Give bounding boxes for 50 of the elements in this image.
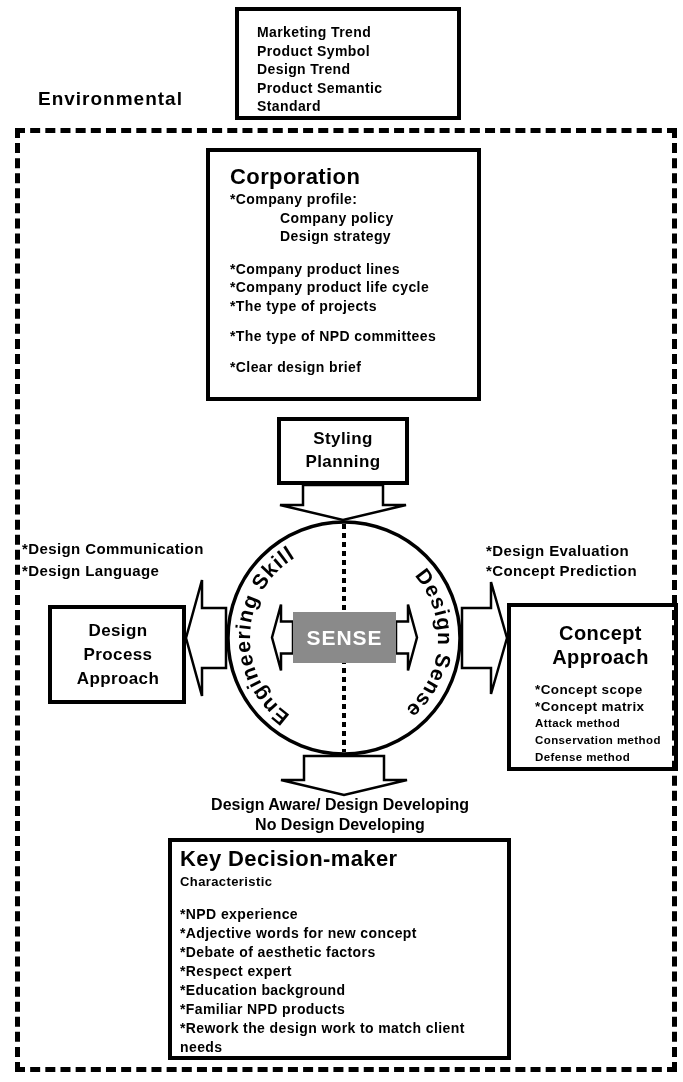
list-item: Conservation method bbox=[535, 733, 662, 748]
list-item: *The type of projects bbox=[230, 296, 378, 316]
box-heading: Marketing Trend bbox=[257, 23, 373, 42]
box-heading: Key Decision-maker bbox=[180, 846, 399, 873]
list-item: *Rework the design work to match client needs bbox=[180, 1019, 466, 1058]
list-item: Standard bbox=[257, 97, 322, 116]
block-arrow bbox=[278, 483, 408, 522]
text-box bbox=[48, 605, 186, 704]
side-note: *Design Communication bbox=[22, 540, 204, 557]
list-item: *Familiar NPD products bbox=[180, 1000, 347, 1020]
side-note: *Design Language bbox=[22, 562, 160, 579]
list-item: Product Symbol bbox=[257, 41, 371, 60]
list-item: Defense method bbox=[535, 750, 632, 765]
list-item: *Concept scope bbox=[535, 681, 644, 698]
list-item: *NPD experience bbox=[180, 905, 300, 925]
box-heading: Design Process Approach bbox=[75, 620, 161, 690]
list-item: *Adjective words for new concept bbox=[180, 924, 418, 944]
list-item: *Debate of aesthetic factors bbox=[180, 943, 377, 963]
highlight-box bbox=[293, 612, 396, 663]
box-heading: Corporation bbox=[230, 164, 362, 191]
list-item: *Company profile: bbox=[230, 190, 359, 209]
list-item: Attack method bbox=[535, 716, 622, 731]
list-item: Company policy bbox=[279, 208, 395, 228]
text-box bbox=[206, 148, 481, 401]
block-arrow bbox=[394, 603, 419, 672]
list-item: Product Semantic bbox=[257, 78, 384, 97]
center-label: SENSE bbox=[306, 625, 383, 650]
text-box bbox=[507, 603, 678, 771]
block-arrow bbox=[460, 580, 509, 696]
side-note: *Design Evaluation bbox=[486, 542, 630, 559]
box-heading: Styling Planning bbox=[304, 428, 382, 473]
list-item: *Company product lines bbox=[230, 259, 401, 279]
list-item: *Company product life cycle bbox=[230, 278, 431, 297]
list-item: *Clear design brief bbox=[230, 357, 363, 377]
list-item: *Concept matrix bbox=[535, 698, 646, 715]
arrow-caption: Design Aware/ Design Developing No Design Developing bbox=[210, 795, 470, 835]
list-item: Design Trend bbox=[257, 60, 352, 79]
box-heading: Concept Approach bbox=[551, 621, 650, 669]
block-arrow bbox=[184, 578, 228, 698]
text-box bbox=[277, 417, 409, 485]
side-note: *Concept Prediction bbox=[486, 562, 637, 579]
list-item: *Education background bbox=[180, 981, 347, 1001]
text-box bbox=[168, 838, 511, 1060]
list-item: *Respect expert bbox=[180, 962, 293, 982]
list-item: Characteristic bbox=[180, 873, 274, 892]
list-item: Design strategy bbox=[279, 227, 393, 246]
region-heading: Environmental bbox=[38, 88, 183, 110]
list-item: *The type of NPD committees bbox=[230, 327, 438, 346]
block-arrow bbox=[279, 754, 409, 797]
text-box bbox=[235, 7, 461, 120]
